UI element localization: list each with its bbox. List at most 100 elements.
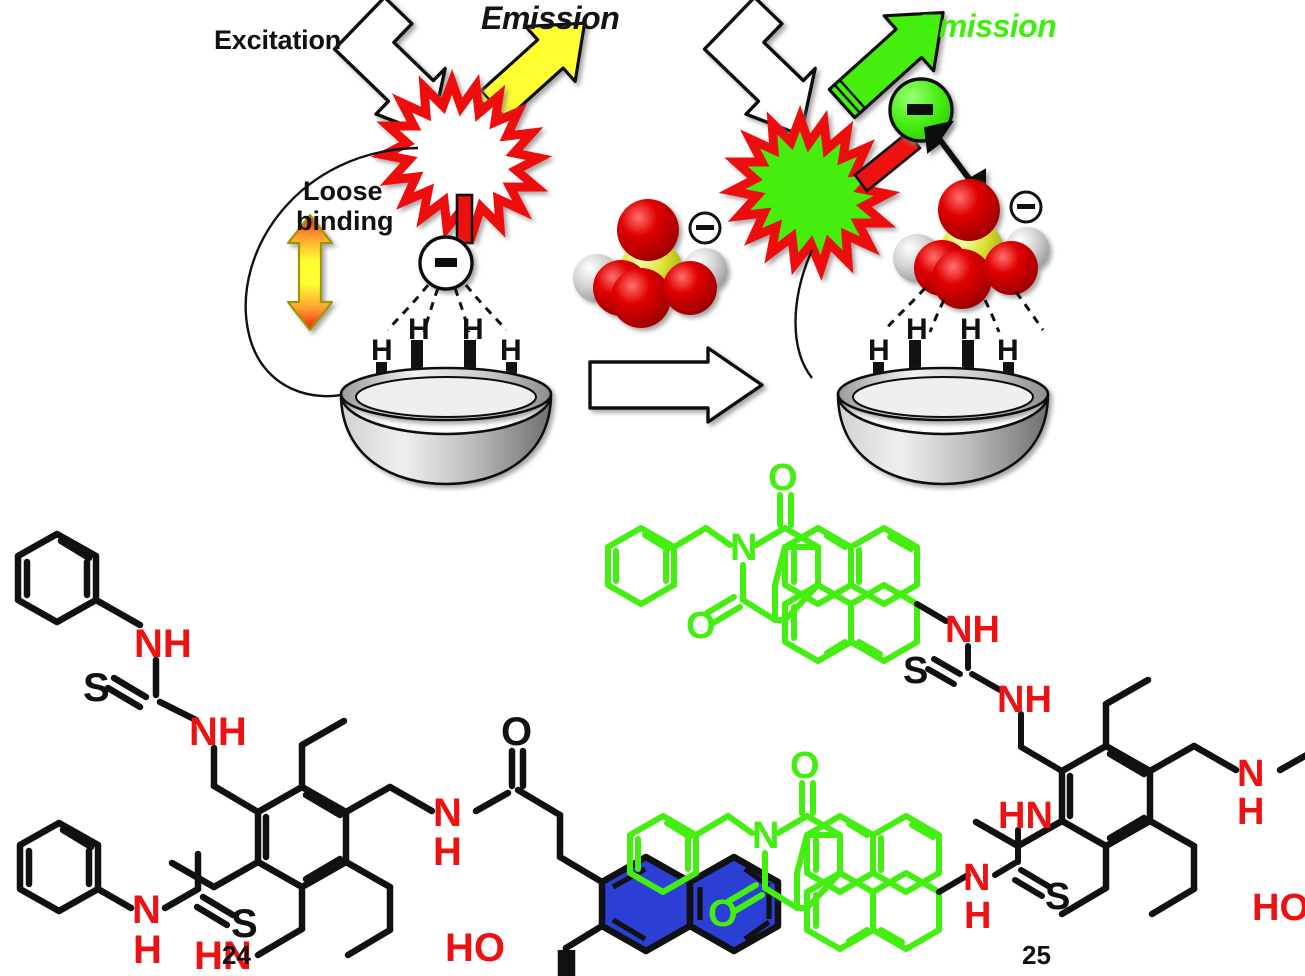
bond-ch2-to-core-top-25 bbox=[1018, 744, 1065, 774]
loose-binding-double-arrow-icon bbox=[286, 213, 334, 332]
label-n-bottom-24: N bbox=[132, 888, 161, 932]
bond-naphthalimide-to-nh-top-25 bbox=[914, 601, 949, 624]
label-hn-bottom-25: HN bbox=[998, 795, 1053, 837]
label-h-bottom-25: H bbox=[964, 895, 991, 937]
bond-n-to-co-25 bbox=[1276, 752, 1305, 774]
center-group bbox=[573, 199, 764, 424]
label-nh-top-25: NH bbox=[945, 609, 1000, 651]
analyte-charge-right bbox=[1009, 190, 1043, 224]
hydrogen-sulfate-model-center bbox=[573, 199, 727, 328]
label-imide-o-top-lower-25: O bbox=[686, 605, 716, 647]
bond-cs-d2-bottom-25 bbox=[1012, 877, 1045, 899]
label-imide-o-bottom-lower-25: O bbox=[708, 893, 738, 935]
label-nh2-top-24: NH bbox=[189, 710, 247, 754]
bond-ethyl-left-a-24 bbox=[210, 858, 262, 891]
hydrogen-bond-dashes-right bbox=[883, 287, 1045, 333]
bond-ethyl-left-a-25 bbox=[1014, 817, 1066, 850]
bond-ch2-to-n-24 bbox=[386, 783, 436, 815]
bond-core-to-ch2-right-24 bbox=[342, 783, 394, 816]
bond-phenyl-to-n-bottom-24 bbox=[94, 885, 135, 912]
reaction-arrow-icon bbox=[588, 346, 764, 424]
label-hn-bottom-24: HN bbox=[194, 934, 252, 976]
structure-compound-25: N O O NH S NH N O O N H S HN N H O HO O bbox=[605, 457, 1305, 952]
loose-binding-label-line2: binding bbox=[296, 206, 394, 236]
bond-propyl-a-25 bbox=[1146, 817, 1198, 850]
label-s-bottom-25: S bbox=[1045, 876, 1070, 918]
bond-cs2-double-b-24 bbox=[193, 903, 231, 929]
h-label: H bbox=[906, 313, 928, 346]
bond-ethyl-up-b-25 bbox=[1102, 676, 1152, 708]
phenyl-ring-top-24 bbox=[14, 530, 100, 626]
receptor-cavity-bowl-left bbox=[339, 366, 553, 486]
naphthalene-ring-24 bbox=[598, 853, 782, 955]
emission-label-left: Emission bbox=[481, 0, 620, 36]
excitation-label: Excitation bbox=[214, 25, 342, 55]
label-n-bottom-25: N bbox=[963, 857, 990, 899]
binding-equilibrium-curve bbox=[244, 146, 419, 398]
naphthalimide-top-25 bbox=[605, 492, 920, 664]
bond-ch2-to-hn-bottom-25 bbox=[1058, 884, 1110, 918]
bond-core-to-ch2-right-25 bbox=[1146, 742, 1198, 775]
compound-number-25: 25 bbox=[1022, 940, 1051, 970]
bond-co-to-ch2-24 bbox=[514, 786, 564, 819]
phenyl-ring-bottom-24 bbox=[16, 819, 102, 915]
bond-cs-to-nh-top-25 bbox=[969, 671, 1003, 693]
bond-ethyl-up-b-24 bbox=[298, 717, 348, 749]
bond-cs-d2-top-25 bbox=[925, 666, 957, 687]
bond-cs-double-a bbox=[110, 674, 150, 701]
naphthalimide-bottom-25 bbox=[627, 780, 942, 952]
benzene-core-24 bbox=[254, 783, 350, 891]
bond-ethyl-left-b-24 bbox=[168, 859, 218, 891]
label-amide-h-24: H bbox=[433, 830, 462, 874]
sensing-scheme-diagram: H H H H bbox=[244, 0, 1050, 486]
receptor-tether-curve-right bbox=[794, 249, 814, 379]
bond-ch2-to-core-top bbox=[210, 782, 262, 816]
bond-ch2-to-n-25 bbox=[1190, 742, 1240, 774]
label-acid-ho-25: HO bbox=[1252, 887, 1305, 929]
linker-stick-right bbox=[853, 130, 922, 193]
receptor-cavity-bowl-right bbox=[836, 366, 1050, 486]
hydrogen-labels-right: H H H H bbox=[868, 313, 1019, 367]
label-imide-n-top-25: N bbox=[730, 527, 757, 569]
benzene-core-25 bbox=[1058, 742, 1154, 850]
label-s-top-25: S bbox=[903, 650, 928, 692]
hydrogen-sulfate-model-bound bbox=[893, 179, 1049, 309]
structure-compound-24: NH S NH HN S N H N H O HO O bbox=[14, 530, 782, 976]
bond-cs2-double-a-24 bbox=[199, 893, 237, 919]
bond-n-to-co-24 bbox=[472, 789, 512, 815]
label-s-bottom-24: S bbox=[231, 902, 258, 946]
label-amide-n-25: N bbox=[1237, 753, 1264, 795]
compound-number-24: 24 bbox=[222, 940, 251, 970]
bond-n-to-cs-bottom-24 bbox=[161, 885, 202, 912]
bond-cs-d1-bottom-25 bbox=[1018, 867, 1051, 889]
h-label: H bbox=[371, 334, 393, 367]
bond-cs-double-b bbox=[104, 684, 144, 711]
label-imide-o-bottom-upper-25: O bbox=[790, 745, 820, 787]
h-label: H bbox=[500, 334, 522, 367]
h-label: H bbox=[462, 313, 484, 346]
anion-circle-left bbox=[418, 235, 474, 291]
bond-propyl-c-24 bbox=[344, 926, 394, 959]
h-label: H bbox=[408, 313, 430, 346]
bond-cs-to-nh2 bbox=[156, 698, 200, 724]
bond-ch2-to-hn-bottom-24 bbox=[254, 925, 306, 959]
bond-chain-b-24 bbox=[556, 853, 606, 886]
bond-phenyl-to-nh-top bbox=[92, 596, 144, 629]
left-panel-group: H H H H bbox=[244, 0, 587, 486]
bond-n-to-cs-bottom-25 bbox=[992, 860, 1018, 878]
h-label: H bbox=[868, 334, 890, 367]
label-nh-top-24: NH bbox=[134, 622, 192, 666]
bond-propyl-a-24 bbox=[342, 858, 394, 891]
hydrogen-bond-dashes-left bbox=[386, 284, 508, 333]
emission-arrow-right-icon bbox=[827, 10, 945, 120]
analyte-charge-center bbox=[688, 211, 722, 245]
bond-ethyl-left-b-25 bbox=[972, 818, 1022, 850]
label-s-top-24: S bbox=[83, 666, 110, 710]
label-acid-ho-24: HO bbox=[445, 926, 505, 970]
bond-cs-d1-top-25 bbox=[931, 656, 963, 677]
bond-naphthalimide-to-n-bottom-25 bbox=[936, 872, 971, 895]
linker-stick-left bbox=[455, 193, 474, 245]
bond-propyl-c-25 bbox=[1148, 885, 1198, 918]
h-label: H bbox=[997, 334, 1019, 367]
